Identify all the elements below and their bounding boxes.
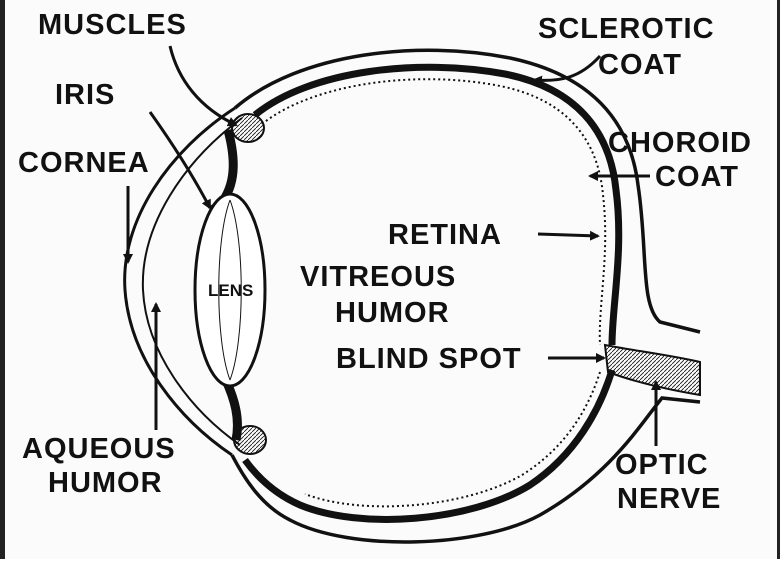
muscle-lower: [234, 426, 266, 454]
optic-nerve-shape: [605, 345, 700, 395]
label-choroid-line2: COAT: [655, 161, 739, 193]
label-cornea: CORNEA: [18, 147, 150, 179]
leader-iris: [150, 112, 210, 208]
label-lens: LENS: [208, 281, 253, 300]
label-iris: IRIS: [55, 79, 115, 111]
label-vitreous-line1: VITREOUS: [300, 261, 456, 293]
leader-retina: [538, 234, 598, 236]
label-vitreous-line2: HUMOR: [335, 297, 450, 329]
label-muscles: MUSCLES: [38, 9, 187, 41]
left-border: [0, 0, 5, 559]
retina-lower: [305, 372, 600, 506]
label-sclerotic-line1: SCLEROTIC: [538, 13, 715, 45]
label-blind-spot: BLIND SPOT: [336, 343, 522, 375]
label-aqueous-line1: AQUEOUS: [22, 433, 176, 465]
label-optic-line1: OPTIC: [615, 449, 709, 481]
choroid-coat-lower: [245, 370, 612, 519]
muscle-upper: [232, 114, 264, 142]
label-optic-line2: NERVE: [617, 483, 721, 515]
label-choroid-line1: CHOROID: [608, 127, 752, 159]
label-retina: RETINA: [388, 219, 502, 251]
label-aqueous-line2: HUMOR: [48, 467, 163, 499]
label-sclerotic-line2: COAT: [598, 49, 682, 81]
